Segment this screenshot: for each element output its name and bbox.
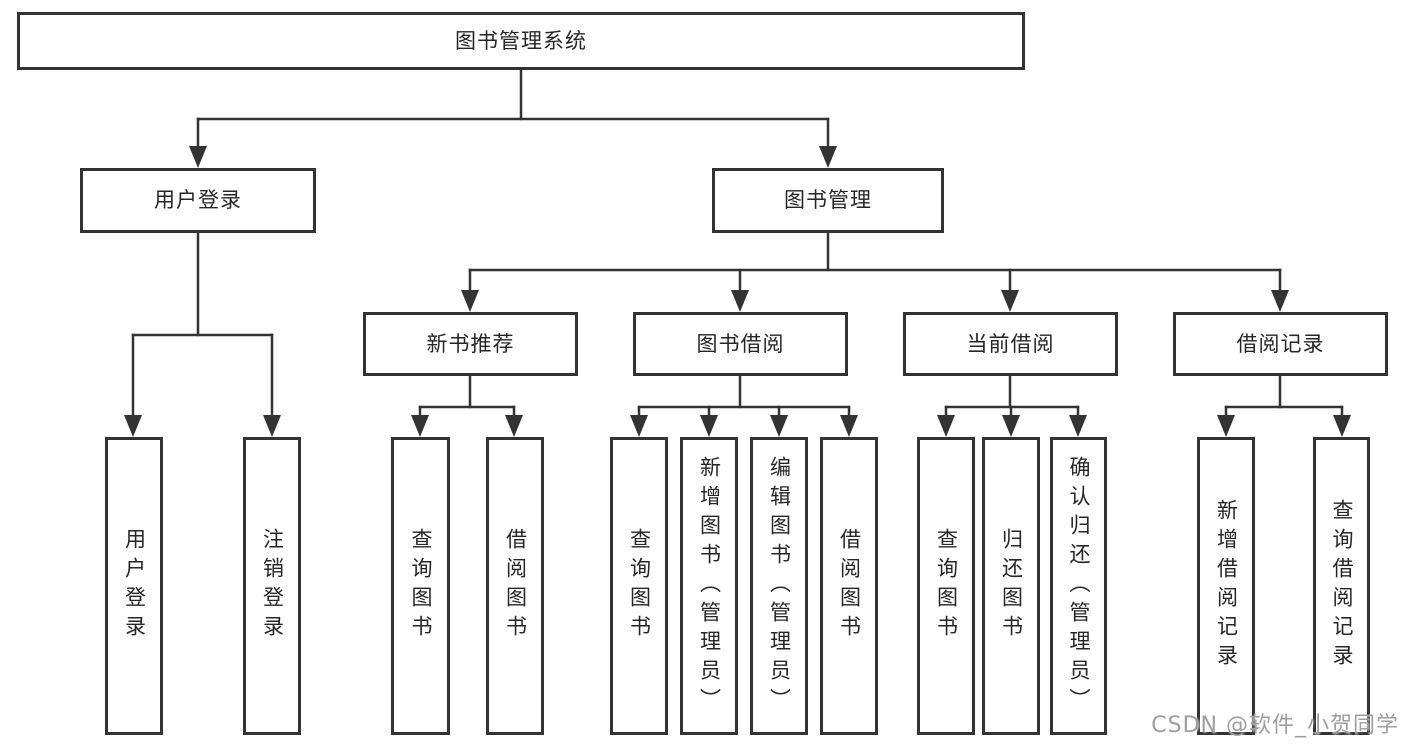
node-root-system: 图书管理系统 — [17, 12, 1025, 70]
leaf-query-books-1-label: 查询图书 — [409, 528, 433, 644]
node-user-login-label: 用户登录 — [154, 188, 242, 212]
leaf-add-books-admin: 新增图书（管理员） — [680, 437, 738, 735]
leaf-edit-books-admin: 编辑图书（管理员） — [750, 437, 808, 735]
leaf-return-books-label: 归还图书 — [999, 528, 1024, 644]
leaf-query-books-1: 查询图书 — [391, 437, 450, 735]
leaf-query-books-3: 查询图书 — [917, 437, 975, 735]
connector-book-borrow-branch — [630, 374, 858, 437]
leaf-logout: 注销登录 — [243, 437, 301, 735]
leaf-query-borrow-record-label: 查询借阅记录 — [1330, 499, 1354, 673]
leaf-query-borrow-record: 查询借阅记录 — [1313, 437, 1370, 735]
node-book-borrowing-label: 图书借阅 — [696, 331, 785, 356]
leaf-borrow-books-2: 借阅图书 — [820, 437, 878, 735]
leaf-add-borrow-record-label: 新增借阅记录 — [1214, 499, 1239, 673]
leaf-user-login-label: 用户登录 — [122, 528, 147, 644]
leaf-borrow-books-1: 借阅图书 — [486, 437, 544, 735]
node-current-borrowing-label: 当前借阅 — [966, 331, 1055, 356]
connector-borrow-record-branch — [1217, 374, 1351, 437]
leaf-query-books-3-label: 查询图书 — [934, 528, 959, 644]
connector-mgmt-to-level3 — [461, 231, 1289, 312]
leaf-add-books-admin-label: 新增图书（管理员） — [697, 455, 722, 717]
node-root-system-label: 图书管理系统 — [455, 28, 587, 53]
leaf-user-login: 用户登录 — [105, 437, 163, 735]
leaf-query-books-2: 查询图书 — [610, 437, 668, 735]
leaf-confirm-return-admin-label: 确认归还（管理员） — [1067, 455, 1091, 717]
node-book-borrowing: 图书借阅 — [633, 312, 848, 376]
leaf-return-books: 归还图书 — [982, 437, 1040, 735]
node-borrowing-records: 借阅记录 — [1173, 312, 1388, 376]
connector-new-book-branch — [411, 374, 523, 437]
csdn-watermark: CSDN @软件_小贺同学 — [1151, 713, 1399, 738]
leaf-logout-label: 注销登录 — [260, 528, 285, 644]
leaf-query-books-2-label: 查询图书 — [627, 528, 652, 644]
node-current-borrowing: 当前借阅 — [903, 312, 1118, 376]
connector-root-to-level2 — [189, 68, 837, 168]
leaf-borrow-books-2-label: 借阅图书 — [837, 528, 862, 644]
node-user-login: 用户登录 — [80, 168, 316, 233]
leaf-borrow-books-1-label: 借阅图书 — [503, 528, 528, 644]
node-borrowing-records-label: 借阅记录 — [1236, 331, 1325, 356]
node-book-management: 图书管理 — [712, 168, 944, 233]
node-new-book-recommend: 新书推荐 — [363, 312, 578, 376]
leaf-edit-books-admin-label: 编辑图书（管理员） — [767, 455, 792, 717]
node-book-management-label: 图书管理 — [784, 188, 872, 212]
leaf-add-borrow-record: 新增借阅记录 — [1197, 437, 1255, 735]
node-new-book-recommend-label: 新书推荐 — [426, 331, 515, 356]
leaf-confirm-return-admin: 确认归还（管理员） — [1050, 437, 1107, 735]
connector-user-login-branch — [124, 231, 281, 437]
connector-current-borrow-branch — [937, 374, 1087, 437]
